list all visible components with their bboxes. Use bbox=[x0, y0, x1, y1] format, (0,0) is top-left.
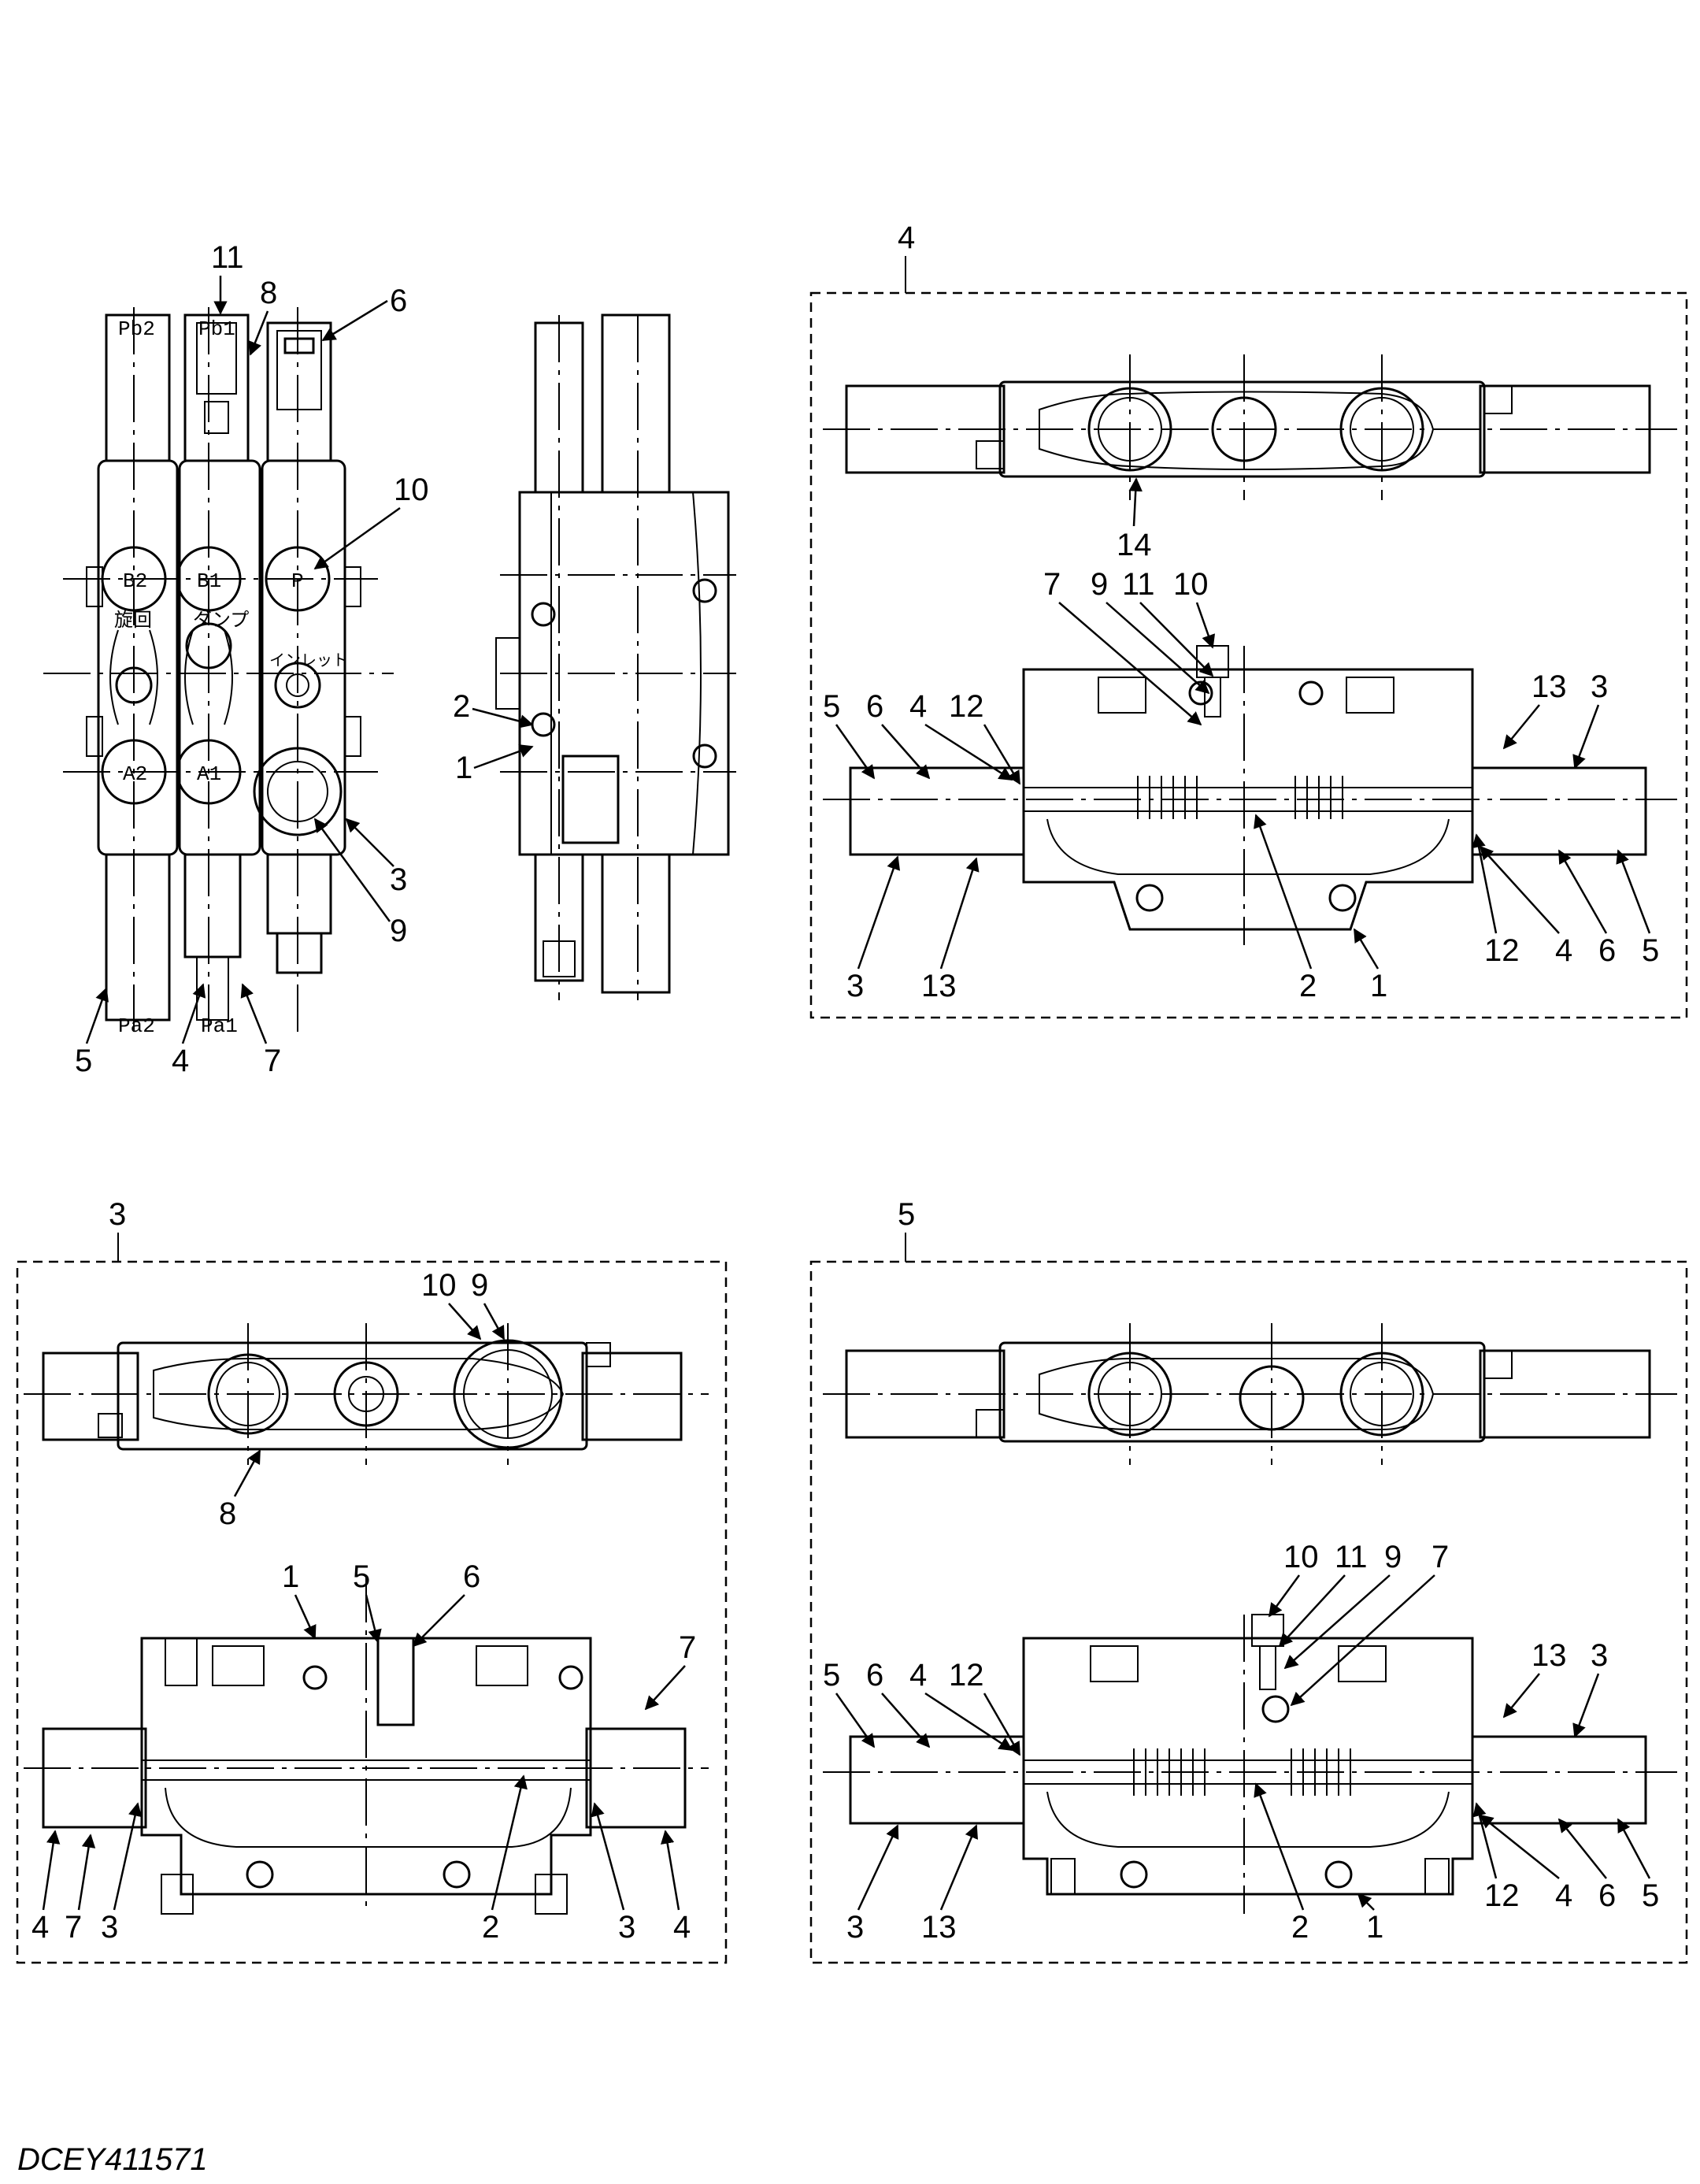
port-mark-b2: B2 bbox=[123, 569, 147, 593]
callout-5: 5 bbox=[75, 1044, 92, 1078]
callout-10: 10 bbox=[394, 473, 429, 507]
detail-3-callout-4-left: 4 bbox=[31, 1910, 49, 1945]
detail-4-callout-2: 2 bbox=[1299, 969, 1317, 1003]
port-mark-b1: B1 bbox=[197, 569, 221, 593]
callout-2: 2 bbox=[453, 689, 470, 724]
port-pb1: Pb1 bbox=[198, 317, 235, 341]
detail-3-callout-10: 10 bbox=[421, 1268, 457, 1303]
detail-3-frame bbox=[16, 1260, 728, 1964]
port-pa1: Pa1 bbox=[201, 1014, 238, 1038]
detail-5-title: 5 bbox=[898, 1197, 915, 1232]
callout-8: 8 bbox=[260, 276, 277, 310]
detail-4-callout-6: 6 bbox=[866, 689, 883, 724]
detail-4-callout-7: 7 bbox=[1043, 567, 1061, 602]
port-mark-a2: A2 bbox=[123, 762, 147, 786]
detail-5-callout-5: 5 bbox=[823, 1658, 840, 1693]
detail-3-callout-5: 5 bbox=[353, 1559, 370, 1594]
detail-5-callout-12: 12 bbox=[949, 1658, 984, 1693]
detail-4-callout-12: 12 bbox=[949, 689, 984, 724]
detail-3: 3 10 9 8 bbox=[16, 1197, 728, 1964]
detail-4-frame bbox=[809, 291, 1688, 1019]
detail-4-title: 4 bbox=[898, 221, 915, 255]
detail-5-callout-11: 11 bbox=[1335, 1540, 1368, 1574]
callout-3: 3 bbox=[390, 862, 407, 897]
detail-4-callout-13-top: 13 bbox=[1531, 669, 1567, 704]
detail-5-callout-1: 1 bbox=[1366, 1910, 1383, 1945]
main-valve-view: Pb2 Pb1 Pa2 Pa1 B2 B1 P A2 A1 旋回 ダンプ インレ… bbox=[43, 240, 429, 1078]
detail-4-callout-5: 5 bbox=[823, 689, 840, 724]
detail-4-callout-3-bottom: 3 bbox=[846, 969, 864, 1003]
detail-4-callout-13-bottom: 13 bbox=[921, 969, 957, 1003]
detail-4-callout-5-right: 5 bbox=[1642, 933, 1659, 968]
label-inlet: インレット bbox=[269, 651, 348, 669]
detail-5-callout-5-right: 5 bbox=[1642, 1878, 1659, 1913]
callout-9: 9 bbox=[390, 914, 407, 948]
detail-3-callout-2: 2 bbox=[482, 1910, 499, 1945]
detail-4-callout-6-right: 6 bbox=[1598, 933, 1616, 968]
detail-3-callout-6: 6 bbox=[463, 1559, 480, 1594]
detail-5-callout-7: 7 bbox=[1431, 1540, 1449, 1574]
port-pb2: Pb2 bbox=[118, 317, 155, 341]
detail-5-callout-3-bottom: 3 bbox=[846, 1910, 864, 1945]
detail-5-callout-6-right: 6 bbox=[1598, 1878, 1616, 1913]
side-valve-view: 2 1 bbox=[453, 313, 736, 1000]
detail-5-callout-3-top: 3 bbox=[1591, 1638, 1608, 1673]
detail-5-callout-6: 6 bbox=[866, 1658, 883, 1693]
detail-4-callout-14: 14 bbox=[1117, 528, 1152, 562]
detail-5-callout-13-bottom: 13 bbox=[921, 1910, 957, 1945]
detail-4-callout-9: 9 bbox=[1091, 567, 1108, 602]
detail-3-title: 3 bbox=[109, 1197, 126, 1232]
detail-4-callout-3-top: 3 bbox=[1591, 669, 1608, 704]
detail-5-callout-13-top: 13 bbox=[1531, 1638, 1567, 1673]
label-swing: 旋回 bbox=[114, 609, 152, 631]
detail-4-callout-10: 10 bbox=[1173, 567, 1209, 602]
detail-3-callout-9: 9 bbox=[471, 1268, 488, 1303]
detail-4: 4 14 bbox=[809, 221, 1688, 1019]
port-pa2: Pa2 bbox=[118, 1014, 155, 1038]
detail-3-callout-7-top: 7 bbox=[679, 1630, 696, 1665]
detail-3-callout-4-right: 4 bbox=[673, 1910, 691, 1945]
detail-5-frame bbox=[809, 1260, 1688, 1964]
detail-3-callout-1: 1 bbox=[282, 1559, 299, 1594]
detail-4-callout-11: 11 bbox=[1122, 567, 1155, 602]
detail-5-callout-9: 9 bbox=[1384, 1540, 1402, 1574]
detail-3-callout-3-right: 3 bbox=[618, 1910, 635, 1945]
label-dump: ダンプ bbox=[193, 609, 249, 631]
callout-7: 7 bbox=[264, 1044, 281, 1078]
detail-5-callout-2: 2 bbox=[1291, 1910, 1309, 1945]
detail-3-callout-7-bottom: 7 bbox=[65, 1910, 82, 1945]
detail-4-callout-1: 1 bbox=[1370, 969, 1387, 1003]
drawing-code: DCEY411571 bbox=[17, 2142, 208, 2177]
detail-4-callout-12-right: 12 bbox=[1484, 933, 1520, 968]
detail-5-callout-4: 4 bbox=[909, 1658, 927, 1693]
detail-5: 5 10 bbox=[809, 1197, 1688, 1964]
callout-1: 1 bbox=[455, 751, 472, 785]
port-mark-p: P bbox=[291, 569, 304, 593]
detail-5-callout-12-right: 12 bbox=[1484, 1878, 1520, 1913]
detail-3-callout-8: 8 bbox=[219, 1496, 236, 1531]
detail-5-callout-10: 10 bbox=[1283, 1540, 1319, 1574]
port-mark-a1: A1 bbox=[197, 762, 221, 786]
detail-4-callout-4-right: 4 bbox=[1555, 933, 1572, 968]
callout-6: 6 bbox=[390, 284, 407, 318]
detail-4-callout-4: 4 bbox=[909, 689, 927, 724]
callout-4: 4 bbox=[172, 1044, 189, 1078]
detail-3-callout-3-left: 3 bbox=[101, 1910, 118, 1945]
detail-5-callout-4-right: 4 bbox=[1555, 1878, 1572, 1913]
callout-11: 11 bbox=[211, 240, 244, 275]
